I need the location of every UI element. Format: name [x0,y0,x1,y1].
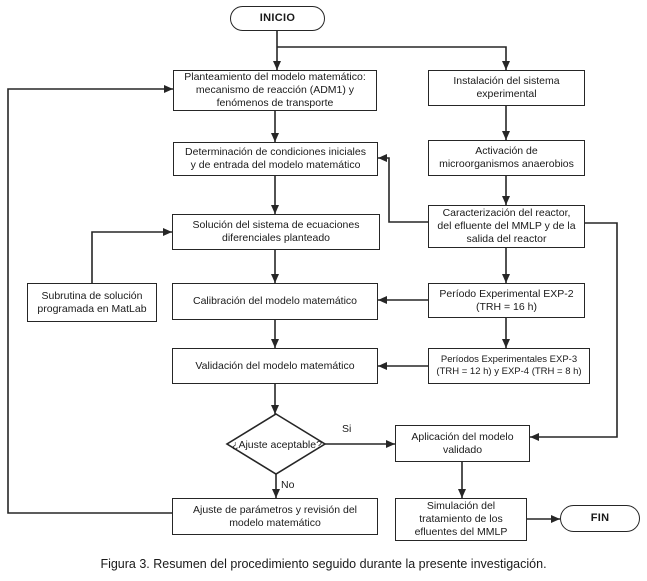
node-exp2-label: Período Experimental EXP-2 (TRH = 16 h) [439,287,574,313]
node-determinacion: Determinación de condiciones iniciales y… [173,142,378,176]
node-validacion: Validación del modelo matemático [172,348,378,384]
node-exp2: Período Experimental EXP-2 (TRH = 16 h) [428,283,585,318]
edge-ajuste-planteamiento-feedback [7,85,173,514]
node-solucion-label: Solución del sistema de ecuaciones difer… [192,219,360,244]
node-ajuste-label: Ajuste de parámetros y revisión del mode… [193,503,357,529]
node-fin-label: FIN [590,512,610,524]
node-caracterizacion: Caracterización del reactor, del efluent… [428,205,585,248]
node-validacion-label: Validación del modelo matemático [195,359,355,372]
node-subrutina: Subrutina de solución programada en MatL… [27,283,157,322]
node-exp3-label: Períodos Experimentales EXP-3 (TRH = 12 … [436,354,582,377]
edge-caracterizacion-determinacion [378,154,428,223]
node-activacion-label: Activación de microorganismos anaerobios [439,145,574,170]
figure-caption: Figura 3. Resumen del procedimiento segu… [100,557,547,571]
node-solucion: Solución del sistema de ecuaciones difer… [172,214,380,250]
node-aplicacion-label: Aplicación del modelo validado [411,430,514,456]
node-subrutina-label: Subrutina de solución programada en MatL… [37,289,147,315]
node-calibracion-label: Calibración del modelo matemático [193,295,357,307]
edge-inicio-instalacion [277,46,510,70]
node-instalacion-label: Instalación del sistema experimental [453,75,560,100]
node-fin: FIN [560,505,640,532]
decision-diamond-shape [225,413,327,475]
node-simulacion: Simulación del tratamiento de los efluen… [395,498,527,541]
node-instalacion: Instalación del sistema experimental [428,70,585,106]
node-inicio-label: INICIO [259,12,296,24]
node-planteamiento-label: Planteamiento del modelo matemático: mec… [184,71,366,109]
node-caracterizacion-label: Caracterización del reactor, del efluent… [437,207,576,245]
node-activacion: Activación de microorganismos anaerobios [428,140,585,176]
node-ajuste: Ajuste de parámetros y revisión del mode… [172,498,378,535]
edge-caracterizacion-aplicacion [530,222,618,441]
node-determinacion-label: Determinación de condiciones iniciales y… [185,146,366,171]
edge-label-no: No [280,479,296,491]
node-exp3: Períodos Experimentales EXP-3 (TRH = 12 … [428,348,590,384]
edge-label-si: Si [341,423,353,435]
node-aplicacion: Aplicación del modelo validado [395,425,530,462]
node-planteamiento: Planteamiento del modelo matemático: mec… [173,70,377,111]
node-simulacion-label: Simulación del tratamiento de los efluen… [414,500,508,538]
node-inicio: INICIO [230,6,325,31]
edge-subrutina-solucion [91,228,172,283]
node-decision: ¿Ajuste aceptable? [227,414,327,476]
node-calibracion: Calibración del modelo matemático [172,283,378,320]
node-decision-label: ¿Ajuste aceptable? [232,438,322,451]
